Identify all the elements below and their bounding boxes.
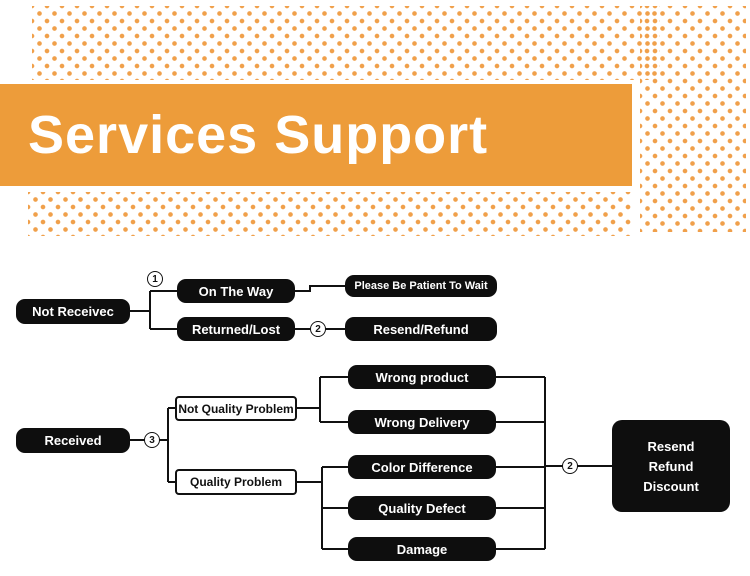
node-final-resolution: Resend Refund Discount <box>612 420 730 512</box>
page-title: Services Support <box>28 105 489 165</box>
node-on-the-way: On The Way <box>177 279 295 303</box>
node-damage: Damage <box>348 537 496 561</box>
dot-pattern-bottom <box>28 192 632 236</box>
branch-number-2-icon: 2 <box>310 321 326 337</box>
node-returned-lost: Returned/Lost <box>177 317 295 341</box>
final-resolution-refund: Refund <box>648 458 694 474</box>
node-not-quality-problem: Not Quality Problem <box>175 396 297 421</box>
node-resend-refund: Resend/Refund <box>345 317 497 341</box>
node-color-difference: Color Difference <box>348 455 496 479</box>
node-please-be-patient: Please Be Patient To Wait <box>345 275 497 297</box>
branch-number-1-icon: 1 <box>147 271 163 287</box>
node-quality-problem: Quality Problem <box>175 469 297 495</box>
dot-pattern-right <box>640 6 746 232</box>
node-not-received: Not Receivec <box>16 299 130 324</box>
banner: Services Support <box>0 84 632 186</box>
branch-number-3-icon: 3 <box>144 432 160 448</box>
dot-pattern-top <box>32 6 660 80</box>
node-quality-defect: Quality Defect <box>348 496 496 520</box>
final-resolution-resend: Resend <box>647 438 695 454</box>
node-wrong-product: Wrong product <box>348 365 496 389</box>
final-resolution-discount: Discount <box>643 478 699 494</box>
node-received: Received <box>16 428 130 453</box>
branch-number-2-final-icon: 2 <box>562 458 578 474</box>
node-wrong-delivery: Wrong Delivery <box>348 410 496 434</box>
